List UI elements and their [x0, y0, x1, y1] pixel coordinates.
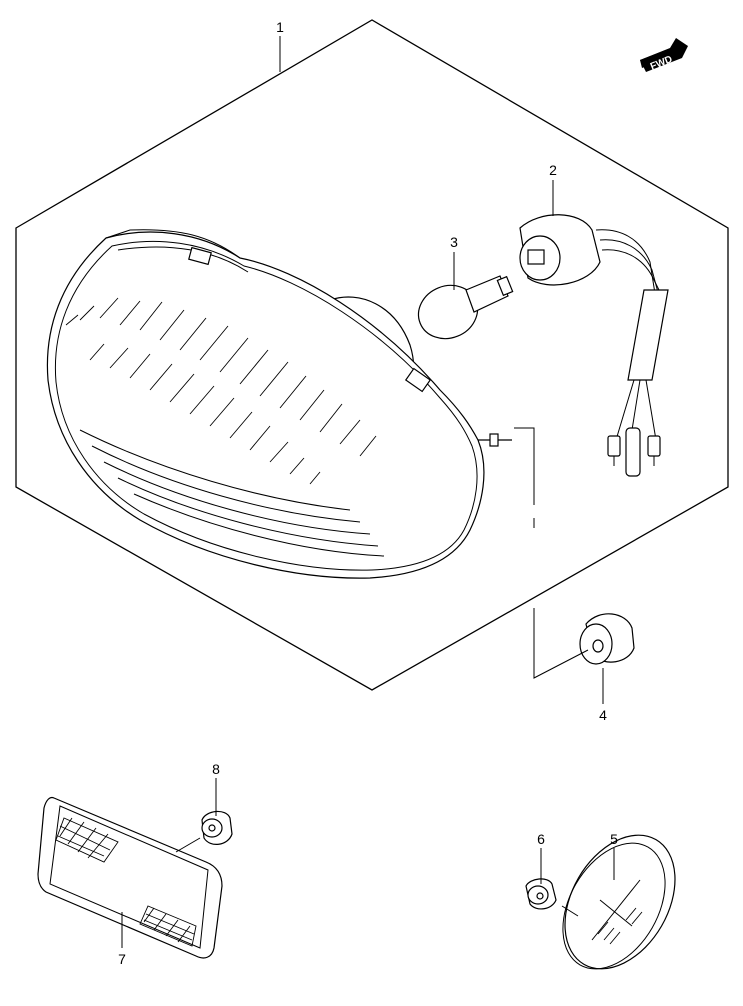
bulb-socket-harness [519, 214, 669, 477]
side-reflector [37, 796, 223, 959]
callout-4: 4 [599, 707, 607, 723]
callout-2: 2 [549, 162, 557, 178]
reflector-nut [175, 810, 233, 853]
assembly-boundary [15, 19, 729, 691]
lower-ribs [79, 429, 385, 557]
lens-ribs [65, 297, 377, 485]
tail-lamp-assembly [46, 229, 512, 579]
callout-5: 5 [610, 831, 618, 847]
bulb [417, 275, 514, 340]
callout-7: 7 [118, 951, 126, 967]
fwd-direction-badge: FWD [640, 38, 688, 73]
callout-8: 8 [212, 761, 220, 777]
callouts: 1 2 3 4 5 6 7 8 [118, 19, 618, 967]
round-reflector-nut [525, 878, 579, 917]
round-reflector-crosshatch [591, 879, 643, 945]
forward-arrow-icon [640, 38, 688, 72]
round-reflector [562, 834, 676, 970]
callout-1: 1 [276, 19, 284, 35]
reflector-crosshatch [55, 817, 197, 947]
grommet [579, 613, 635, 665]
callout-6: 6 [537, 831, 545, 847]
callout-3: 3 [450, 234, 458, 250]
